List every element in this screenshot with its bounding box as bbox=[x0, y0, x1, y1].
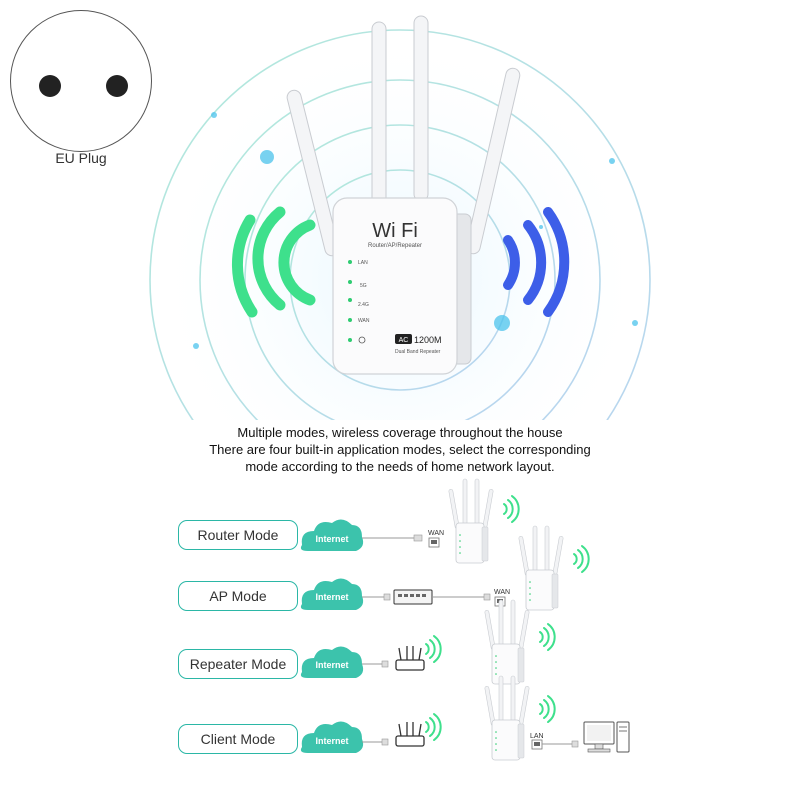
wan-port-label: WAN bbox=[428, 530, 444, 537]
plug-pin-left bbox=[39, 75, 61, 97]
repeater-icon bbox=[518, 525, 564, 611]
caption-line-3: mode according to the needs of home netw… bbox=[245, 459, 555, 474]
device-brand: Wi Fi bbox=[372, 220, 418, 242]
ap-mode-diagram: Internet WAN bbox=[300, 525, 590, 611]
badge-ac: AC bbox=[399, 337, 409, 344]
lan-port-icon bbox=[531, 739, 543, 750]
signal-waves-left-icon bbox=[231, 206, 316, 318]
caption-line-1: Multiple modes, wireless coverage throug… bbox=[237, 425, 563, 440]
antennas bbox=[286, 15, 521, 257]
wifi-signal-icon bbox=[573, 545, 590, 573]
coverage-dots bbox=[193, 112, 638, 349]
repeater-icon bbox=[484, 599, 530, 685]
repeater-device: Wi Fi Router/AP/Repeater LAN 5G 2.4G WAN… bbox=[332, 197, 472, 375]
led-label-5g: 5G bbox=[360, 283, 367, 289]
network-switch-icon bbox=[393, 589, 433, 605]
internet-label: Internet bbox=[315, 592, 348, 602]
lan-port-label: LAN bbox=[530, 733, 544, 740]
hero-illustration: Wi Fi Router/AP/Repeater LAN 5G 2.4G WAN… bbox=[149, 15, 651, 420]
plug-pin-right bbox=[106, 75, 128, 97]
router-mode-diagram: Internet WAN bbox=[300, 478, 520, 564]
internet-label: Internet bbox=[315, 736, 348, 746]
repeater-mode-diagram: Internet bbox=[300, 599, 556, 685]
wifi-signal-icon bbox=[539, 695, 556, 723]
repeater-icon bbox=[484, 675, 530, 761]
device-model: Dual Band Repeater bbox=[395, 349, 441, 355]
wan-port-label: WAN bbox=[494, 589, 510, 596]
caption: Multiple modes, wireless coverage throug… bbox=[140, 424, 660, 475]
ap-mode-label: AP Mode bbox=[178, 581, 298, 611]
eu-plug-icon bbox=[10, 10, 152, 152]
client-mode-label: Client Mode bbox=[178, 724, 298, 754]
signal-waves-right-icon bbox=[503, 207, 570, 317]
client-mode-diagram: Internet LAN bbox=[300, 675, 630, 761]
led-label-24g: 2.4G bbox=[358, 302, 369, 308]
wifi-signal-icon bbox=[539, 623, 556, 651]
router-mode-label: Router Mode bbox=[178, 520, 298, 550]
power-icon bbox=[358, 336, 366, 344]
caption-line-2: There are four built-in application mode… bbox=[209, 442, 591, 457]
badge-speed: 1200M bbox=[414, 335, 442, 345]
desktop-computer-icon bbox=[583, 721, 630, 753]
device-subtitle: Router/AP/Repeater bbox=[368, 243, 422, 249]
led-label-lan: LAN bbox=[358, 260, 368, 266]
led-label-wan: WAN bbox=[358, 318, 370, 324]
wifi-signal-icon bbox=[425, 635, 442, 663]
coverage-rings bbox=[149, 29, 651, 420]
wifi-signal-icon bbox=[503, 495, 520, 523]
plug-label: EU Plug bbox=[55, 150, 107, 166]
repeater-mode-label: Repeater Mode bbox=[178, 649, 298, 679]
repeater-icon bbox=[448, 478, 494, 564]
internet-label: Internet bbox=[315, 660, 348, 670]
wan-port-icon bbox=[428, 537, 440, 548]
internet-label: Internet bbox=[315, 534, 348, 544]
router-icon bbox=[395, 721, 425, 747]
wifi-signal-icon bbox=[425, 713, 442, 741]
router-icon bbox=[395, 645, 425, 671]
ac-badge bbox=[395, 334, 412, 344]
